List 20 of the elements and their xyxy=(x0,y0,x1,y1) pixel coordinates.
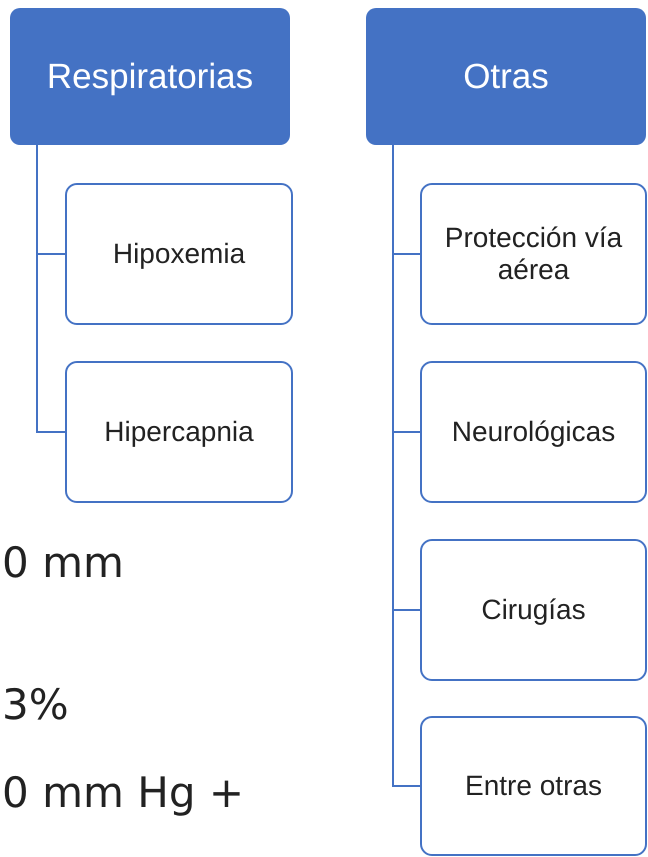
partial-text: 3% xyxy=(2,680,69,729)
item-box xyxy=(65,361,293,503)
item-box xyxy=(420,716,647,856)
item-box xyxy=(65,183,293,325)
item-box xyxy=(420,361,647,503)
box-label: Cirugías xyxy=(481,594,586,626)
box-label: Neurológicas xyxy=(452,416,616,448)
partial-text: 0 mm xyxy=(2,538,124,587)
box-label: Protección vía aérea xyxy=(444,222,624,286)
item-box xyxy=(420,539,647,681)
category-box xyxy=(10,8,290,145)
box-label: Hipoxemia xyxy=(112,238,246,270)
box-label: Hipercapnia xyxy=(104,416,254,448)
box-label: Entre otras xyxy=(465,770,602,802)
connector-line xyxy=(36,145,65,433)
partial-text: 0 mm Hg + xyxy=(2,768,244,817)
category-box xyxy=(366,8,646,145)
item-box xyxy=(420,183,647,325)
box-label: Otras xyxy=(463,56,549,96)
box-label: Respiratorias xyxy=(46,56,254,96)
